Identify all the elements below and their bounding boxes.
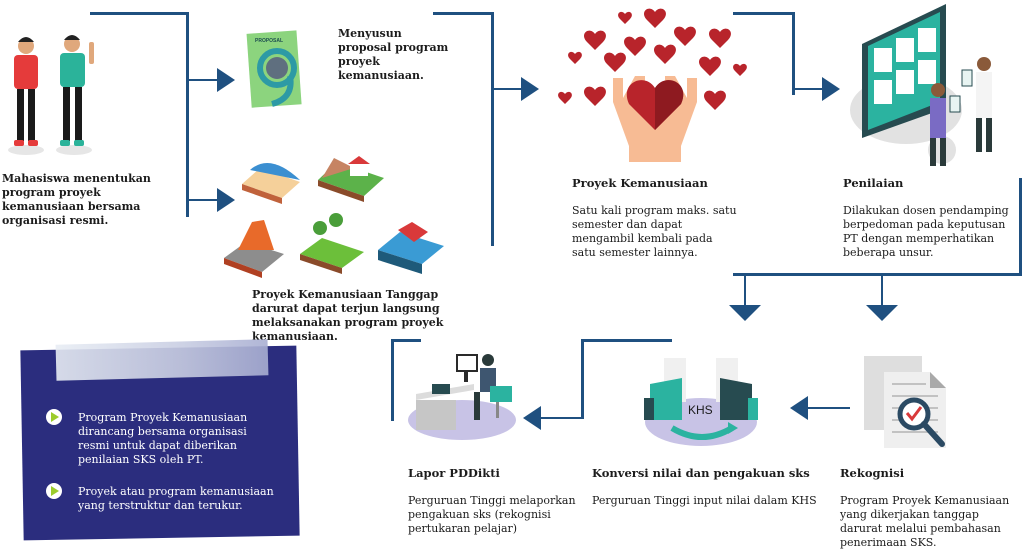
arrow-left-icon	[523, 406, 541, 430]
connector-line	[733, 273, 1022, 276]
arrow-right-icon	[217, 68, 235, 92]
connector-line	[186, 12, 189, 217]
step-rekognisi-text: Program Proyek Kemanusiaan yang dikerjak…	[840, 494, 1010, 549]
step-proyek-text: Satu kali program maks. satu semester da…	[572, 204, 737, 259]
step-konversi-text: Perguruan Tinggi input nilai dalam KHS	[592, 494, 817, 507]
connector-line	[90, 12, 188, 15]
step-tanggap-darurat-text: Proyek Kemanusiaan Tanggap darurat dapat…	[252, 288, 444, 343]
note-item: Proyek atau program kemanusiaan yang ter…	[78, 485, 274, 512]
arrow-right-icon	[521, 77, 539, 101]
play-bullet-icon	[46, 409, 62, 425]
connector-line	[733, 12, 795, 15]
assessment-board-illustration	[850, 4, 992, 166]
connector-line	[1019, 178, 1022, 276]
arrow-right-icon	[217, 188, 235, 212]
connector-line	[581, 339, 584, 419]
step-mahasiswa-text: Mahasiswa menentukan program proyek kema…	[2, 172, 151, 227]
svg-text:PROPOSAL: PROPOSAL	[255, 38, 283, 44]
step-proyek-title: Proyek Kemanusiaan	[572, 176, 708, 190]
connector-line	[491, 12, 494, 246]
step-penilaian-title: Penilaian	[843, 176, 904, 190]
step-rekognisi-title: Rekognisi	[840, 466, 905, 480]
arrow-left-icon	[790, 396, 808, 420]
disaster-scenes-illustration	[224, 156, 444, 278]
note-tape	[55, 339, 269, 381]
step-proposal-text: Menyusun proposal program proyek kemanus…	[338, 27, 449, 82]
connector-line	[188, 79, 218, 81]
students-illustration	[8, 35, 94, 155]
connector-line	[391, 339, 394, 421]
khs-conversion-illustration: KHS	[644, 358, 758, 446]
arrow-down-icon	[866, 305, 898, 321]
connector-line	[188, 199, 218, 201]
arrow-down-icon	[729, 305, 761, 321]
connector-line	[794, 88, 824, 90]
play-bullet-icon	[46, 483, 62, 499]
connector-line	[744, 275, 746, 305]
connector-line	[540, 417, 582, 419]
connector-line	[391, 339, 421, 342]
hands-heart-illustration	[558, 8, 747, 162]
connector-line	[493, 88, 523, 90]
step-konversi-title: Konversi nilai dan pengakuan sks	[592, 466, 810, 480]
step-penilaian-text: Dilakukan dosen pendamping berpedoman pa…	[843, 204, 1009, 259]
proposal-document-icon: PROPOSAL	[246, 30, 302, 108]
office-desk-illustration	[408, 354, 516, 440]
note-item: Program Proyek Kemanusiaan dirancang ber…	[78, 411, 248, 466]
svg-text:KHS: KHS	[688, 403, 713, 417]
connector-line	[808, 407, 850, 409]
connector-line	[582, 339, 672, 342]
connector-line	[433, 12, 493, 15]
step-lapor-text: Perguruan Tinggi melaporkan pengakuan sk…	[408, 494, 576, 535]
step-lapor-title: Lapor PDDikti	[408, 466, 500, 480]
arrow-right-icon	[822, 77, 840, 101]
connector-line	[881, 275, 883, 305]
document-magnifier-icon	[864, 356, 946, 448]
connector-line	[792, 12, 795, 95]
